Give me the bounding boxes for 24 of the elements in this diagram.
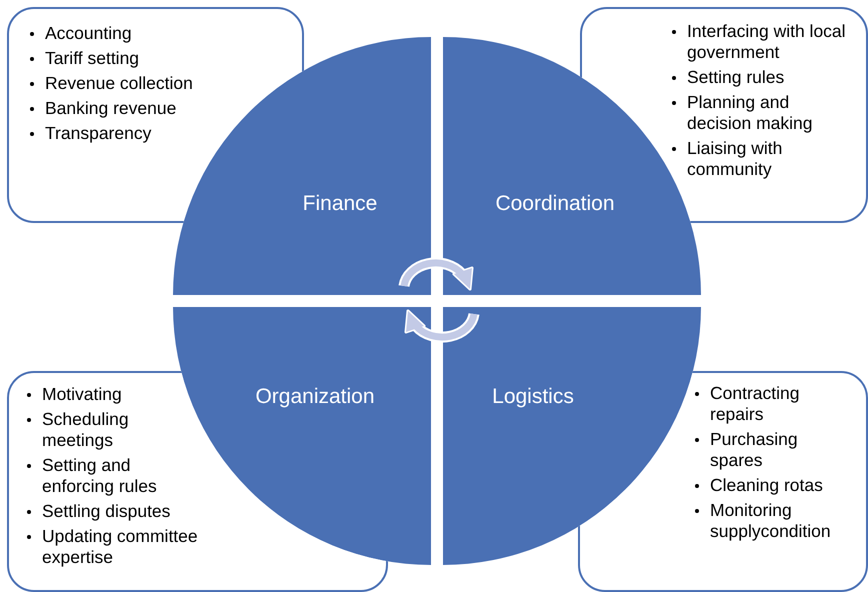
curved-arrow [404,310,480,343]
bullet-item: Motivating [42,384,123,405]
bullet-item: Cleaning rotas [710,475,824,496]
segment-label: Organization [255,385,375,409]
bullet-item: Planning and decision making [687,92,814,134]
bullet-item: Accounting [45,23,133,44]
bullet-item: Updating committee expertise [42,526,199,568]
bullet-item: Liaising with community [687,138,784,180]
bullet-item: Revenue collection [45,73,194,94]
curved-arrow [398,257,474,290]
bullet-item: Transparency [45,123,152,144]
segment-label: Logistics [492,385,574,409]
bullet-item: Monitoring supplycondition [710,500,832,542]
segment-label: Finance [302,192,378,216]
bullet-item: Banking revenue [45,98,178,119]
segment-label: Coordination [495,192,615,216]
bullet-item: Tariff setting [45,48,140,69]
bullet-item: Setting rules [687,67,786,88]
bullet-item: Setting and enforcing rules [42,455,158,497]
bullet-item: Purchasing spares [710,429,799,471]
bullet-item: Settling disputes [42,501,172,522]
bullet-item: Interfacing with local government [687,21,847,63]
bullet-item: Scheduling meetings [42,409,130,451]
bullet-item: Contracting repairs [710,383,800,425]
